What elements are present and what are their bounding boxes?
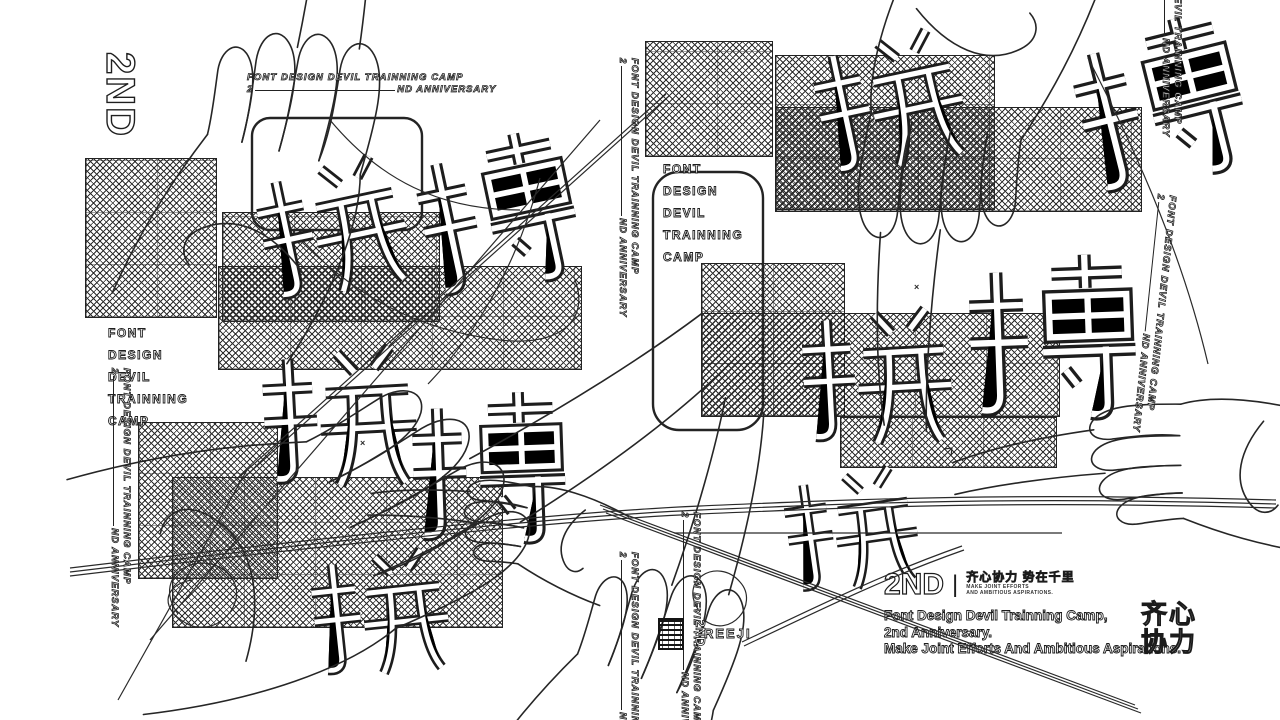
caps-slogan-line2: AND AMBITIOUS ASPIRATIONS. <box>966 590 1054 596</box>
cn-slogan: 齐心协力 势在千里 <box>966 570 1075 585</box>
digit-2: 2 <box>1154 193 1167 202</box>
vertical-caption-top-right: FONT DESIGN DEVIL TRAINNING CAMP 2 ND AN… <box>1159 0 1184 138</box>
crosshatch-rect <box>645 41 773 157</box>
anniversary-caption: 2 ND ANNIVERSARY <box>616 58 629 318</box>
long-dash-rule <box>255 89 396 91</box>
digit-2: 2 <box>679 512 691 519</box>
qr-seal-stamp-icon <box>658 618 684 650</box>
word-trainning: TRAINNING <box>663 228 744 242</box>
word-font: FONT <box>108 326 147 340</box>
publisher-row: 2ND REEJI <box>658 618 752 650</box>
long-dash-rule <box>1164 0 1166 37</box>
vertical-caption-bottom-left: FONT DESIGN DEVIL TRAINNING CAMP 2 ND AN… <box>108 368 133 628</box>
vertical-caption-right-edge: FONT DESIGN DEVIL TRAINNING CAMP 2 ND AN… <box>1129 193 1179 433</box>
cn-block-char: 齐 <box>1140 599 1167 629</box>
vertical-caption-strip: FONT DESIGN DEVIL TRAINNING CAMP 2 ND AN… <box>616 552 641 720</box>
vertical-caption-strip: FONT DESIGN DEVIL TRAINNING CAMP 2 ND AN… <box>678 512 703 720</box>
camp-caption: FONT DESIGN DEVIL TRAINNING CAMP <box>629 552 641 720</box>
anniversary-caption: 2 ND ANNIVERSARY <box>616 552 629 720</box>
camp-caption: FONT DESIGN DEVIL TRAINNING CAMP <box>121 368 133 585</box>
cn-character-block: 齐 心 协 力 <box>1140 599 1196 657</box>
anniversary-caption: 2 ND ANNIVERSARY <box>108 368 121 628</box>
nd-anniversary-text: ND ANNIVERSARY <box>1160 38 1172 138</box>
crosshatch-rect <box>85 158 217 318</box>
nd-anniversary-text: ND ANNIVERSARY <box>616 712 629 720</box>
crosshatch-rect <box>775 107 1142 212</box>
word-design: DESIGN <box>108 348 164 362</box>
word-devil: DEVIL <box>663 206 706 220</box>
camp-caption: FONT DESIGN DEVIL TRAINNING CAMP <box>247 72 464 84</box>
word-design: DESIGN <box>663 184 719 198</box>
digit-2: 2 <box>109 368 121 375</box>
nd-anniversary-text: ND ANNIVERSARY <box>397 84 497 96</box>
digit-2: 2 <box>247 84 254 96</box>
crosshatch-rect <box>218 266 582 370</box>
anniversary-caption: 2 ND ANNIVERSARY <box>1159 0 1172 138</box>
word-camp: CAMP <box>663 250 705 264</box>
crosshatch-rect <box>840 417 1057 468</box>
digit-2: 2 <box>617 552 629 559</box>
long-dash-rule <box>113 376 115 527</box>
credit-line-1: Font Design Devil Trainning Camp, <box>884 608 1108 624</box>
cn-block-char: 协 <box>1140 627 1167 657</box>
hand-illustration <box>468 377 868 720</box>
title-caption-left: FONT DESIGN DEVIL TRAINNING CAMP 2 ND AN… <box>247 72 496 96</box>
crosshatch-rect <box>701 313 1060 417</box>
credit-line-3: Make Joint Efforts And Ambitious Aspirat… <box>884 641 1182 657</box>
credit-line-2: 2nd Anniversary. <box>884 624 993 640</box>
slogan-column: 齐心协力 势在千里 MAKE JOINT EFFORTS AND AMBITIO… <box>966 570 1074 596</box>
camp-caption: FONT DESIGN DEVIL TRAINNING CAMP <box>1172 0 1184 125</box>
digit-2: 2 <box>617 58 629 65</box>
x-mark: × <box>914 282 920 292</box>
x-mark: × <box>360 438 366 448</box>
nd-anniversary-text: ND ANNIVERSARY <box>109 528 121 628</box>
vertical-caption-strip: FONT DESIGN DEVIL TRAINNING CAMP 2 ND AN… <box>616 58 641 318</box>
camp-caption: FONT DESIGN DEVIL TRAINNING CAMP <box>629 58 641 275</box>
logo-2nd: 2ND <box>883 568 945 601</box>
nd-anniversary-text: ND ANNIVERSARY <box>678 672 691 720</box>
credit-text-block: Font Design Devil Trainning Camp, 2nd An… <box>884 608 1182 658</box>
reeji-logo: REEJI <box>704 626 752 642</box>
crosshatch-rect <box>172 477 503 628</box>
camp-caption: FONT DESIGN DEVIL TRAINNING CAMP <box>691 512 703 720</box>
anniversary-logo-block: 2ND | 齐心协力 势在千里 MAKE JOINT EFFORTS AND A… <box>883 568 1075 601</box>
nd-anniversary-text: ND ANNIVERSARY <box>617 218 629 318</box>
vertical-2nd-mark: 2ND <box>97 51 142 139</box>
divider-bar: | <box>952 571 959 598</box>
long-dash-rule <box>621 560 623 711</box>
cn-block-char: 心 <box>1168 599 1195 629</box>
stacked-words-right: FONT DESIGN DEVIL TRAINNING CAMP <box>663 162 744 264</box>
anniversary-caption: 2 ND ANNIVERSARY <box>678 512 691 720</box>
word-font: FONT <box>663 162 702 176</box>
long-dash-rule <box>621 66 623 217</box>
anniversary-caption: 2 ND ANNIVERSARY <box>247 84 496 96</box>
cn-block-char: 力 <box>1168 627 1195 657</box>
